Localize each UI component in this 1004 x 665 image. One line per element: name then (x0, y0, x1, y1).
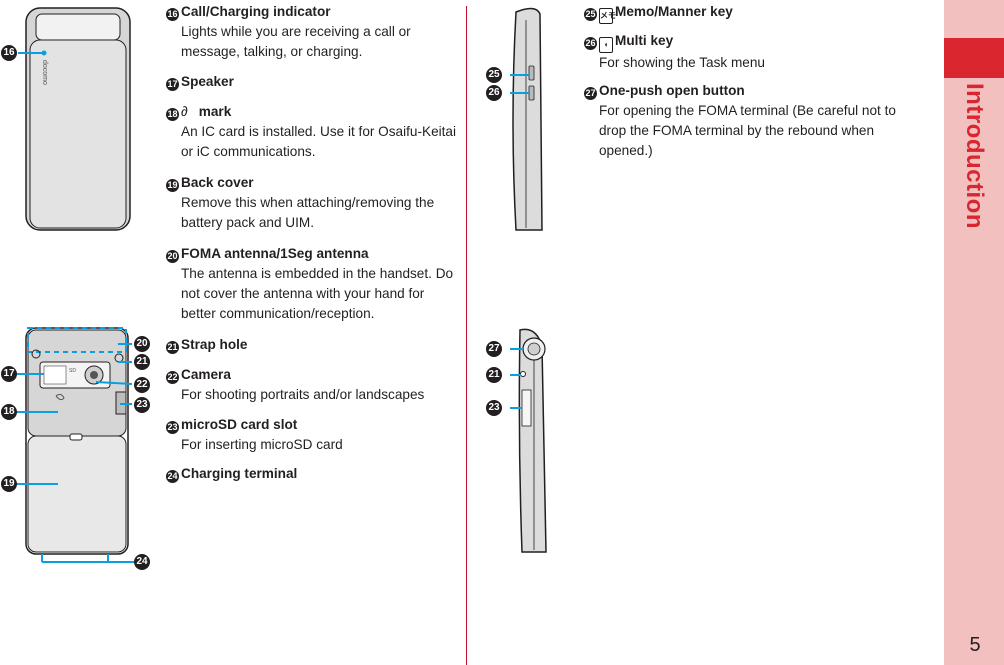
column-divider (466, 6, 467, 665)
front-brand: docomo (41, 60, 48, 85)
callout-27: 27 (486, 341, 502, 357)
callout-25: 25 (486, 67, 502, 83)
callout-17: 17 (1, 366, 17, 382)
phone-back-illustration (14, 327, 134, 563)
camera-label: SD (69, 368, 76, 374)
callout-20: 20 (134, 336, 150, 352)
callout-24: 24 (134, 554, 150, 570)
callout-21: 21 (134, 354, 150, 370)
section-sidebar (944, 0, 1004, 665)
page-number: 5 (969, 634, 981, 656)
callout-23-side: 23 (486, 400, 502, 416)
phone-side-illustrations (510, 7, 547, 553)
callout-23: 23 (134, 397, 150, 413)
section-sidebar-accent (944, 38, 1004, 78)
memo-key-icon: メモ (599, 8, 616, 24)
section-label: Introduction (961, 83, 988, 229)
phone-front-illustration (18, 7, 131, 231)
callout-16: 16 (1, 45, 17, 61)
callout-26: 26 (486, 85, 502, 101)
callout-21-side: 21 (486, 367, 502, 383)
entry-18: 18∂ mark An IC card is installed. Use it… (166, 104, 457, 159)
entry-26: 26◖Multi key For showing the Task menu (584, 33, 765, 70)
callout-18: 18 (1, 404, 17, 420)
felica-icon: ∂ (181, 104, 188, 119)
callout-19: 19 (1, 476, 17, 492)
callout-22: 22 (134, 377, 150, 393)
multi-key-icon: ◖ (599, 37, 613, 53)
